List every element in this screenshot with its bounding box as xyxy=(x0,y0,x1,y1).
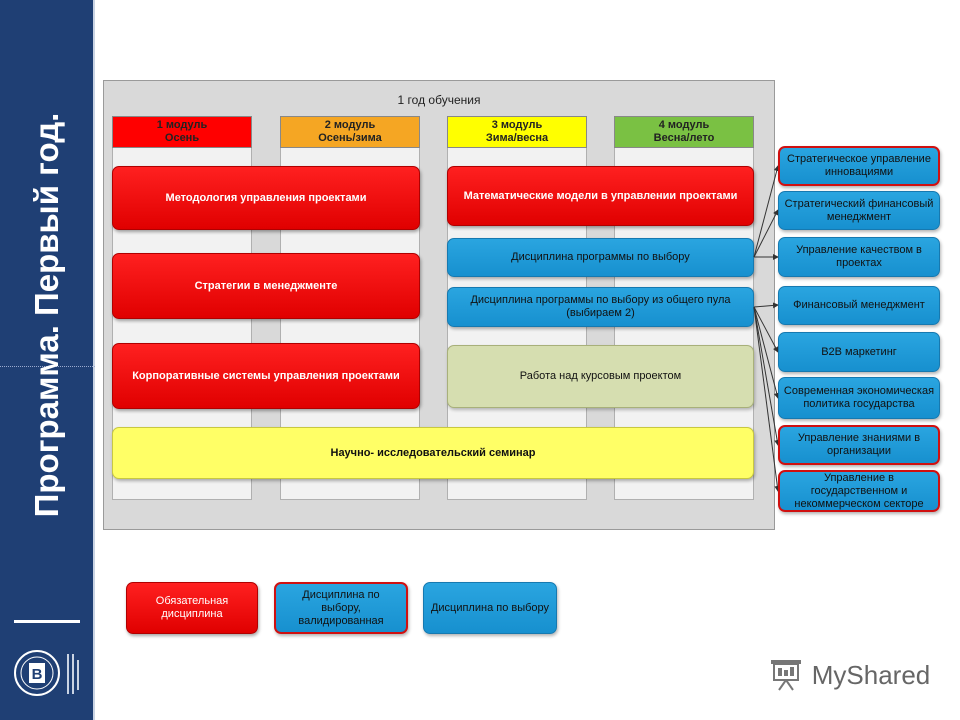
course-methodology[interactable]: Методология управления проектами xyxy=(112,166,420,230)
option-strategic-finance[interactable]: Стратегический финансовый менеджмент xyxy=(778,191,940,230)
option-financial-management[interactable]: Финансовый менеджмент xyxy=(778,286,940,325)
university-lettering-icon xyxy=(64,650,82,698)
module-header-1-line2: Осень xyxy=(164,132,200,144)
option-b2b-marketing[interactable]: B2B маркетинг xyxy=(778,332,940,372)
left-title-band xyxy=(0,0,95,720)
presentation-icon xyxy=(771,660,801,691)
module-header-3-line2: Зима/весна xyxy=(485,132,549,144)
module-header-3-line1: 3 модуль xyxy=(491,119,543,131)
logo-letter: В xyxy=(32,666,43,683)
option-economic-policy[interactable]: Современная экономическая политика госуд… xyxy=(778,377,940,419)
module-header-1-line1: 1 модуль xyxy=(156,119,208,131)
option-public-sector-management[interactable]: Управление в государственном и некоммерч… xyxy=(778,470,940,512)
option-knowledge-management[interactable]: Управление знаниями в организации xyxy=(778,425,940,465)
module-header-2-line1: 2 модуль xyxy=(324,119,376,131)
hse-logo-icon: В xyxy=(12,648,62,698)
module-header-4-line1: 4 модуль xyxy=(658,119,710,131)
course-elective-pool[interactable]: Дисциплина программы по выбору из общего… xyxy=(447,287,754,327)
slide-title-vertical: Программа. Первый год. xyxy=(12,80,82,550)
module-header-1: 1 модуль Осень xyxy=(112,116,252,148)
course-project-work[interactable]: Работа над курсовым проектом xyxy=(447,345,754,408)
band-edge xyxy=(93,0,95,720)
option-strategic-innovation[interactable]: Стратегическое управление инновациями xyxy=(778,146,940,186)
slide-title-text: Программа. Первый год. xyxy=(28,112,65,518)
course-elective-1[interactable]: Дисциплина программы по выбору xyxy=(447,238,754,277)
module-header-4: 4 модуль Весна/лето xyxy=(614,116,754,148)
dotted-guide xyxy=(0,366,95,367)
band-divider xyxy=(14,620,80,623)
course-strategies[interactable]: Стратегии в менеджменте xyxy=(112,253,420,319)
watermark-text: MyShared xyxy=(811,659,931,690)
watermark xyxy=(768,656,938,696)
legend-validated: Дисциплина по выбору, валидированная xyxy=(274,582,408,634)
module-header-3: 3 модуль Зима/весна xyxy=(447,116,587,148)
legend-elective: Дисциплина по выбору xyxy=(423,582,557,634)
option-quality-management[interactable]: Управление качеством в проектах xyxy=(778,237,940,277)
module-header-2: 2 модуль Осень/зима xyxy=(280,116,420,148)
module-header-4-line2: Весна/лето xyxy=(653,132,715,144)
legend-required: Обязательная дисциплина xyxy=(126,582,258,634)
course-math-models[interactable]: Математические модели в управлении проек… xyxy=(447,166,754,226)
year-label: 1 год обучения xyxy=(397,93,481,107)
course-corporate-systems[interactable]: Корпоративные системы управления проекта… xyxy=(112,343,420,409)
course-research-seminar[interactable]: Научно- исследовательский семинар xyxy=(112,427,754,479)
module-header-2-line2: Осень/зима xyxy=(318,132,382,144)
